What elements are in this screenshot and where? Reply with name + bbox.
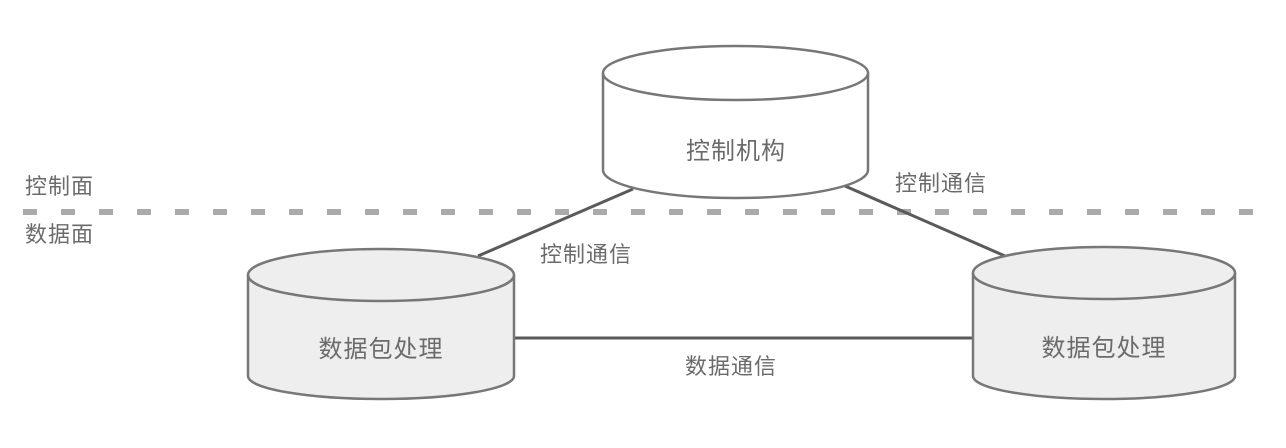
left-processor-label: 数据包处理 <box>318 335 444 363</box>
right-processor-label: 数据包处理 <box>1041 334 1167 362</box>
control-plane-label: 控制面 <box>25 175 95 200</box>
control-link-right <box>844 184 1006 258</box>
data-plane-label: 数据面 <box>25 223 95 248</box>
right-processor-cylinder <box>971 245 1237 401</box>
left-processor-cylinder <box>246 247 516 401</box>
control-link-right-label: 控制通信 <box>895 172 988 197</box>
control-link-left <box>477 187 634 258</box>
controller-cylinder <box>601 44 870 200</box>
control-link-left-label: 控制通信 <box>540 243 633 268</box>
data-link-label: 数据通信 <box>685 355 778 380</box>
controller-label: 控制机构 <box>686 137 786 165</box>
